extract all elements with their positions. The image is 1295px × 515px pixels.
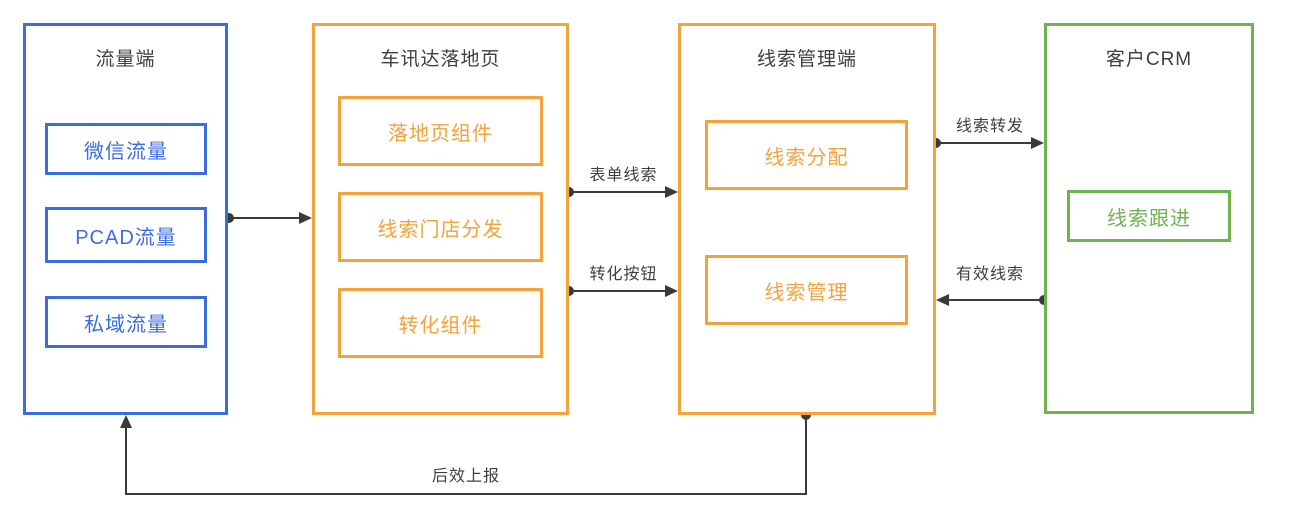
item-lead-store-dispatch: 线索门店分发 [338, 192, 543, 262]
edge-valid-leads [936, 294, 1049, 306]
arrowhead-icon [936, 294, 949, 306]
edge-label-valid-leads: 有效线索 [955, 266, 1024, 283]
item-wechat-traffic: 微信流量 [45, 123, 207, 175]
node-customer-crm-title: 客户CRM [1105, 49, 1193, 70]
edge-label-form-leads: 表单线索 [589, 167, 658, 184]
edge-form-leads [564, 186, 678, 198]
edge-label-postback: 后效上报 [431, 468, 500, 485]
edge-lead-forward [931, 137, 1044, 149]
edge-line [125, 415, 807, 495]
node-lead-management-title: 线索管理端 [756, 49, 857, 70]
item-conversion-component: 转化组件 [338, 288, 543, 358]
edge-conversion-button [564, 285, 678, 297]
arrowhead-icon [299, 212, 312, 224]
node-landing-page: 车讯达落地页 落地页组件 线索门店分发 转化组件 [312, 23, 569, 415]
edge-label-conversion-button: 转化按钮 [589, 266, 658, 283]
arrowhead-icon [1031, 137, 1044, 149]
arrowhead-icon [120, 415, 132, 428]
arrowhead-icon [665, 186, 678, 198]
node-lead-management: 线索管理端 线索分配 线索管理 [678, 23, 936, 415]
node-traffic-title: 流量端 [95, 49, 156, 70]
arrowhead-icon [665, 285, 678, 297]
edge-traffic-to-landing [224, 212, 312, 224]
node-customer-crm: 客户CRM 线索跟进 [1044, 23, 1254, 414]
edge-label-lead-forward: 线索转发 [955, 118, 1024, 135]
node-landing-page-title: 车讯达落地页 [380, 49, 501, 70]
item-private-traffic: 私域流量 [45, 296, 207, 348]
item-lead-management: 线索管理 [705, 255, 908, 325]
node-traffic: 流量端 微信流量 PCAD流量 私域流量 [23, 23, 228, 415]
item-landing-component: 落地页组件 [338, 96, 543, 166]
item-lead-assignment: 线索分配 [705, 120, 908, 190]
item-pcad-traffic: PCAD流量 [45, 207, 207, 263]
item-lead-followup: 线索跟进 [1067, 190, 1231, 242]
